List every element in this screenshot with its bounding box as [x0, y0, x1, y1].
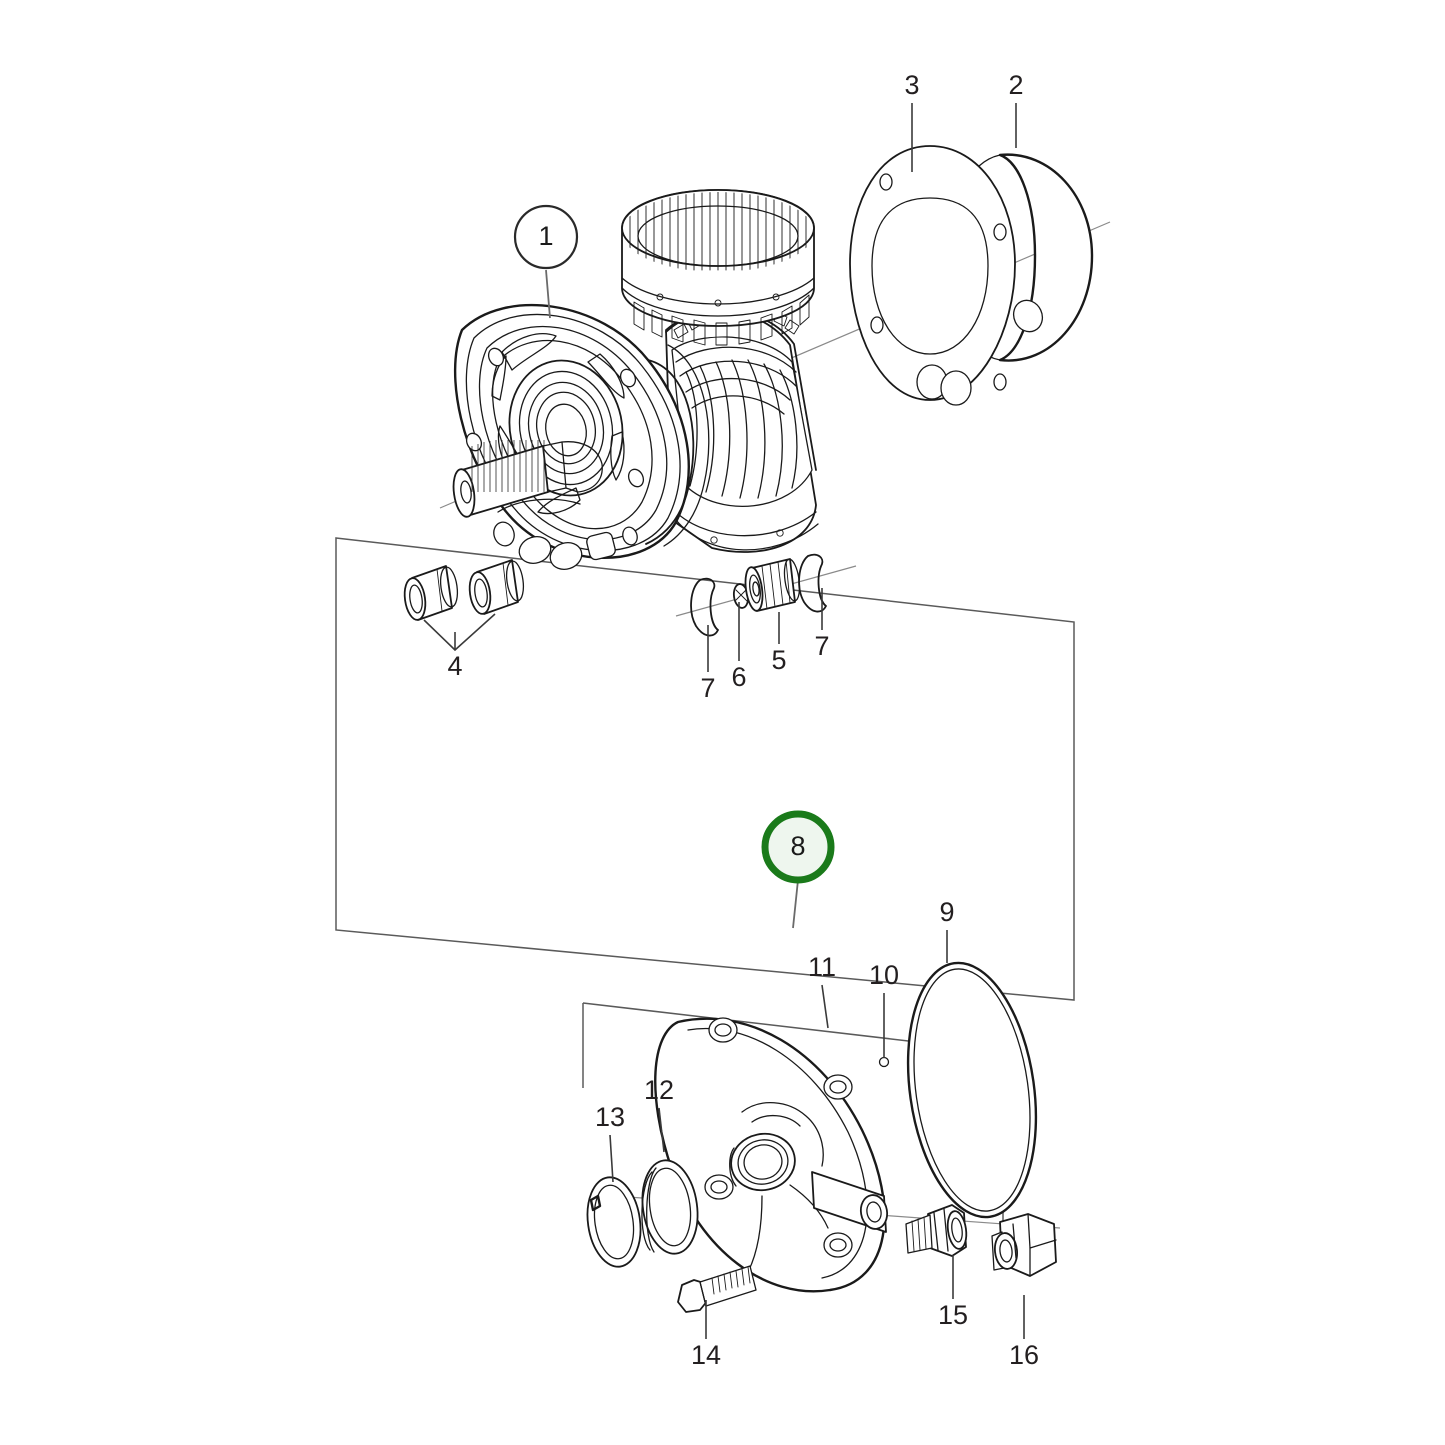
part-label-11: 11	[808, 952, 836, 982]
part-label-14: 14	[691, 1340, 721, 1370]
part-label-4: 4	[447, 651, 462, 681]
part-label-7a: 7	[700, 673, 715, 703]
dowel-bushing-right	[468, 559, 525, 615]
part-label-6: 6	[731, 662, 746, 692]
leader-line-13	[609, 1134, 614, 1183]
leader-line-12	[658, 1107, 665, 1153]
callout-8-highlighted[interactable]: 8	[761, 810, 835, 929]
callout-number-8: 8	[790, 831, 805, 861]
callout-number-1: 1	[538, 221, 553, 251]
pump-face-ports	[493, 498, 638, 570]
part-label-16: 16	[1009, 1340, 1039, 1370]
callout-ring-8	[761, 810, 835, 884]
leader-line-11	[821, 984, 829, 1029]
part-label-15: 15	[938, 1300, 968, 1330]
callout-leader-8	[792, 879, 799, 929]
callout-leader-1	[545, 269, 551, 319]
input-shaft	[452, 440, 603, 518]
ring-gear-outer-teeth	[633, 294, 810, 346]
leader-lines	[454, 103, 1025, 1339]
part-13-snap-ring	[586, 1176, 642, 1268]
part-16-hex-union-nut	[991, 1213, 1057, 1277]
part-6-spring-washer	[732, 583, 750, 609]
part-label-13: 13	[595, 1102, 625, 1132]
part-1-pump-bevel-gear-assembly	[452, 304, 819, 570]
part-label-2: 2	[1008, 70, 1023, 100]
part-15-hydraulic-fitting	[905, 1204, 968, 1257]
callout-1[interactable]: 1	[513, 204, 579, 319]
part-label-7b: 7	[814, 631, 829, 661]
part-4-dowel-bushings	[403, 559, 525, 652]
part-label-12: 12	[644, 1075, 674, 1105]
dowel-bushing-left	[403, 565, 459, 621]
cover-bolt-holes	[704, 1017, 853, 1258]
part-14-hex-flange-bolt	[677, 1265, 757, 1313]
part-9-large-o-ring	[906, 961, 1038, 1219]
part-10-locating-pin	[878, 1056, 890, 1068]
part-11-pump-cover-housing	[654, 1017, 889, 1293]
callout-ring-1	[513, 204, 579, 270]
part-5-valve-spool	[744, 558, 801, 612]
part-3-gasket-plate	[849, 145, 1044, 406]
part-label-5: 5	[771, 645, 786, 675]
pump-flange-bolt-holes	[465, 347, 645, 488]
part-7b-retaining-ring-right	[798, 553, 827, 613]
part-label-9: 9	[939, 897, 954, 927]
part-label-3: 3	[904, 70, 919, 100]
part-7a-retaining-ring-left	[690, 577, 719, 637]
upper-assembly-bracket	[335, 537, 1075, 1001]
internal-ring-gear	[621, 189, 815, 346]
callout-bubbles: 18	[513, 204, 835, 929]
part-12-shaft-seal	[641, 1159, 699, 1255]
bevel-gear-teeth	[671, 336, 813, 507]
part-label-10: 10	[869, 960, 899, 990]
